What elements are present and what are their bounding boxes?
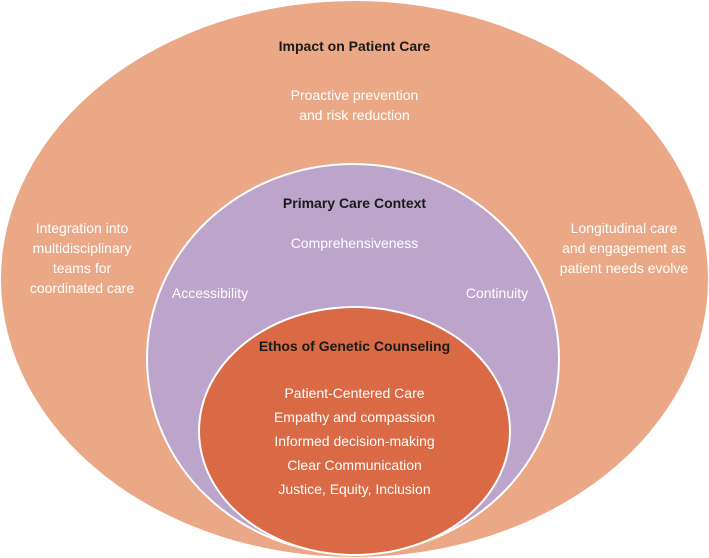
outer-left-line-2: multidisciplinary (32, 240, 132, 256)
inner-item: Clear Communication (287, 457, 422, 473)
outer-left-line-3: teams for (52, 260, 112, 276)
inner-item: Informed decision-making (274, 433, 435, 449)
outer-left-text: Integration into multidisciplinary teams… (12, 218, 152, 298)
middle-left-text: Accessibility (171, 285, 249, 301)
inner-item: Justice, Equity, Inclusion (278, 481, 431, 497)
outer-right-text: Longitudinal care and engagement as pati… (549, 218, 699, 278)
outer-right-line-1: Longitudinal care (570, 220, 678, 236)
middle-top-text: Comprehensiveness (290, 235, 419, 251)
inner-items: Patient-Centered Care Empathy and compas… (198, 381, 511, 501)
inner-item: Patient-Centered Care (284, 385, 425, 401)
outer-top-text: Proactive prevention and risk reduction (0, 85, 709, 125)
outer-title: Impact on Patient Care (278, 38, 431, 54)
middle-title: Primary Care Context (282, 195, 427, 211)
outer-right-line-3: patient needs evolve (559, 260, 689, 276)
outer-right-line-2: and engagement as (562, 240, 686, 256)
outer-left-line-4: coordinated care (29, 280, 135, 296)
outer-top-line-2: and risk reduction (299, 107, 410, 123)
inner-title: Ethos of Genetic Counseling (258, 338, 451, 354)
outer-left-line-1: Integration into (35, 220, 129, 236)
inner-circle-genetic-counseling (198, 306, 511, 556)
middle-right-text: Continuity (465, 285, 529, 301)
inner-item: Empathy and compassion (273, 409, 436, 425)
outer-top-line-1: Proactive prevention (290, 87, 419, 103)
